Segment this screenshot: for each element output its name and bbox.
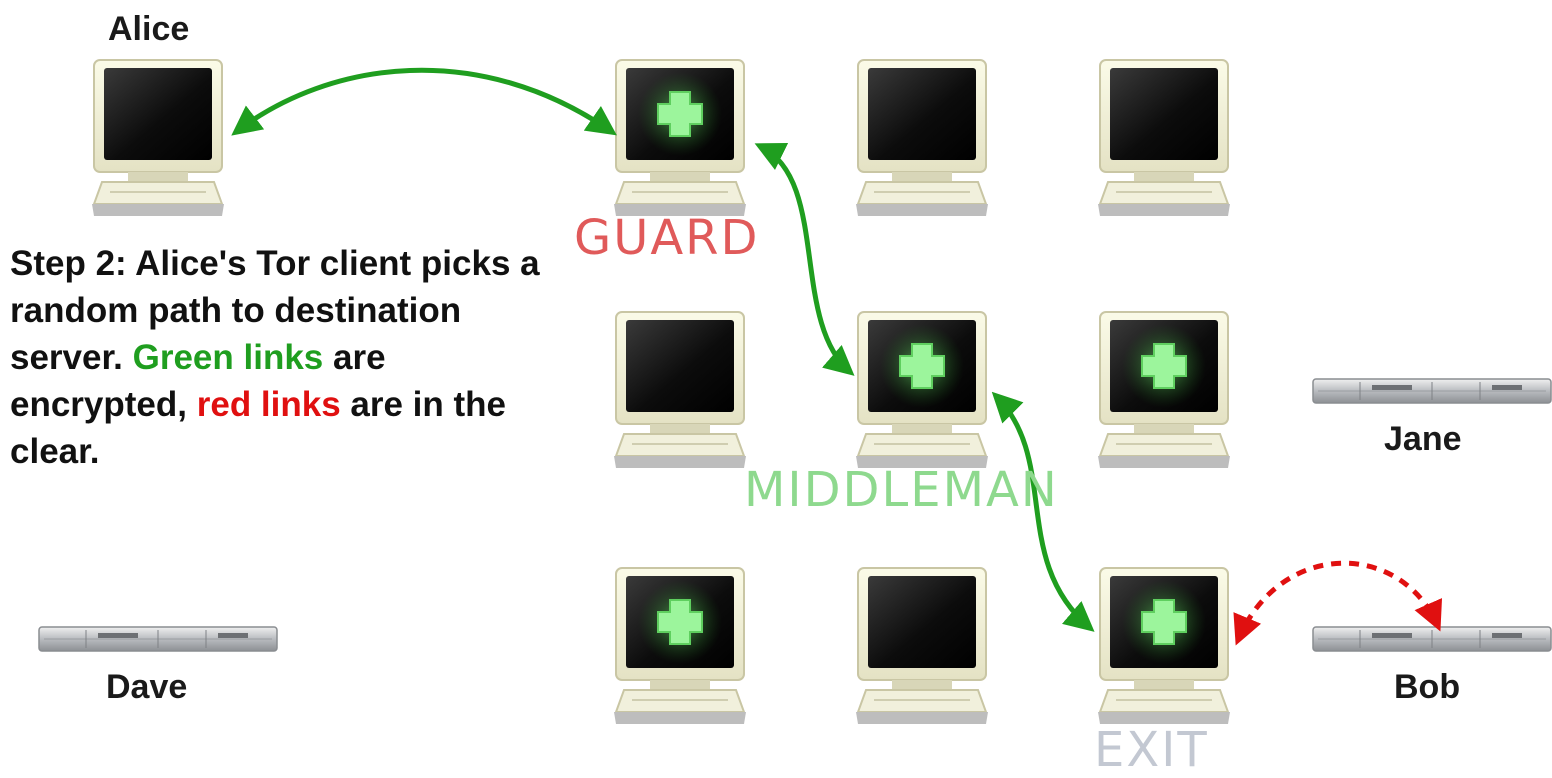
exit-label: EXIT	[1094, 722, 1209, 778]
clear-link-exit-bob	[1233, 560, 1442, 646]
dave-label: Dave	[106, 668, 188, 706]
step-text-part2: are encrypted,	[10, 338, 386, 424]
guard-label: GUARD	[574, 210, 760, 266]
encrypted-link-alice-guard	[231, 67, 617, 136]
step-text-part1: Step 2: Alice's Tor client picks a rando…	[10, 244, 540, 377]
step-text-part3: are in the clear.	[10, 385, 507, 471]
green-links-text: Green links	[132, 338, 324, 377]
alice-label: Alice	[108, 10, 190, 48]
encrypted-link-guard-middleman	[754, 143, 855, 376]
red-links-text: red links	[196, 385, 341, 424]
step-description: Step 2: Alice's Tor client picks a rando…	[10, 240, 570, 475]
middleman-label: MIDDLEMAN	[744, 462, 1059, 518]
bob-label: Bob	[1394, 668, 1461, 706]
encrypted-link-middleman-exit	[991, 391, 1095, 632]
jane-label: Jane	[1384, 420, 1462, 458]
